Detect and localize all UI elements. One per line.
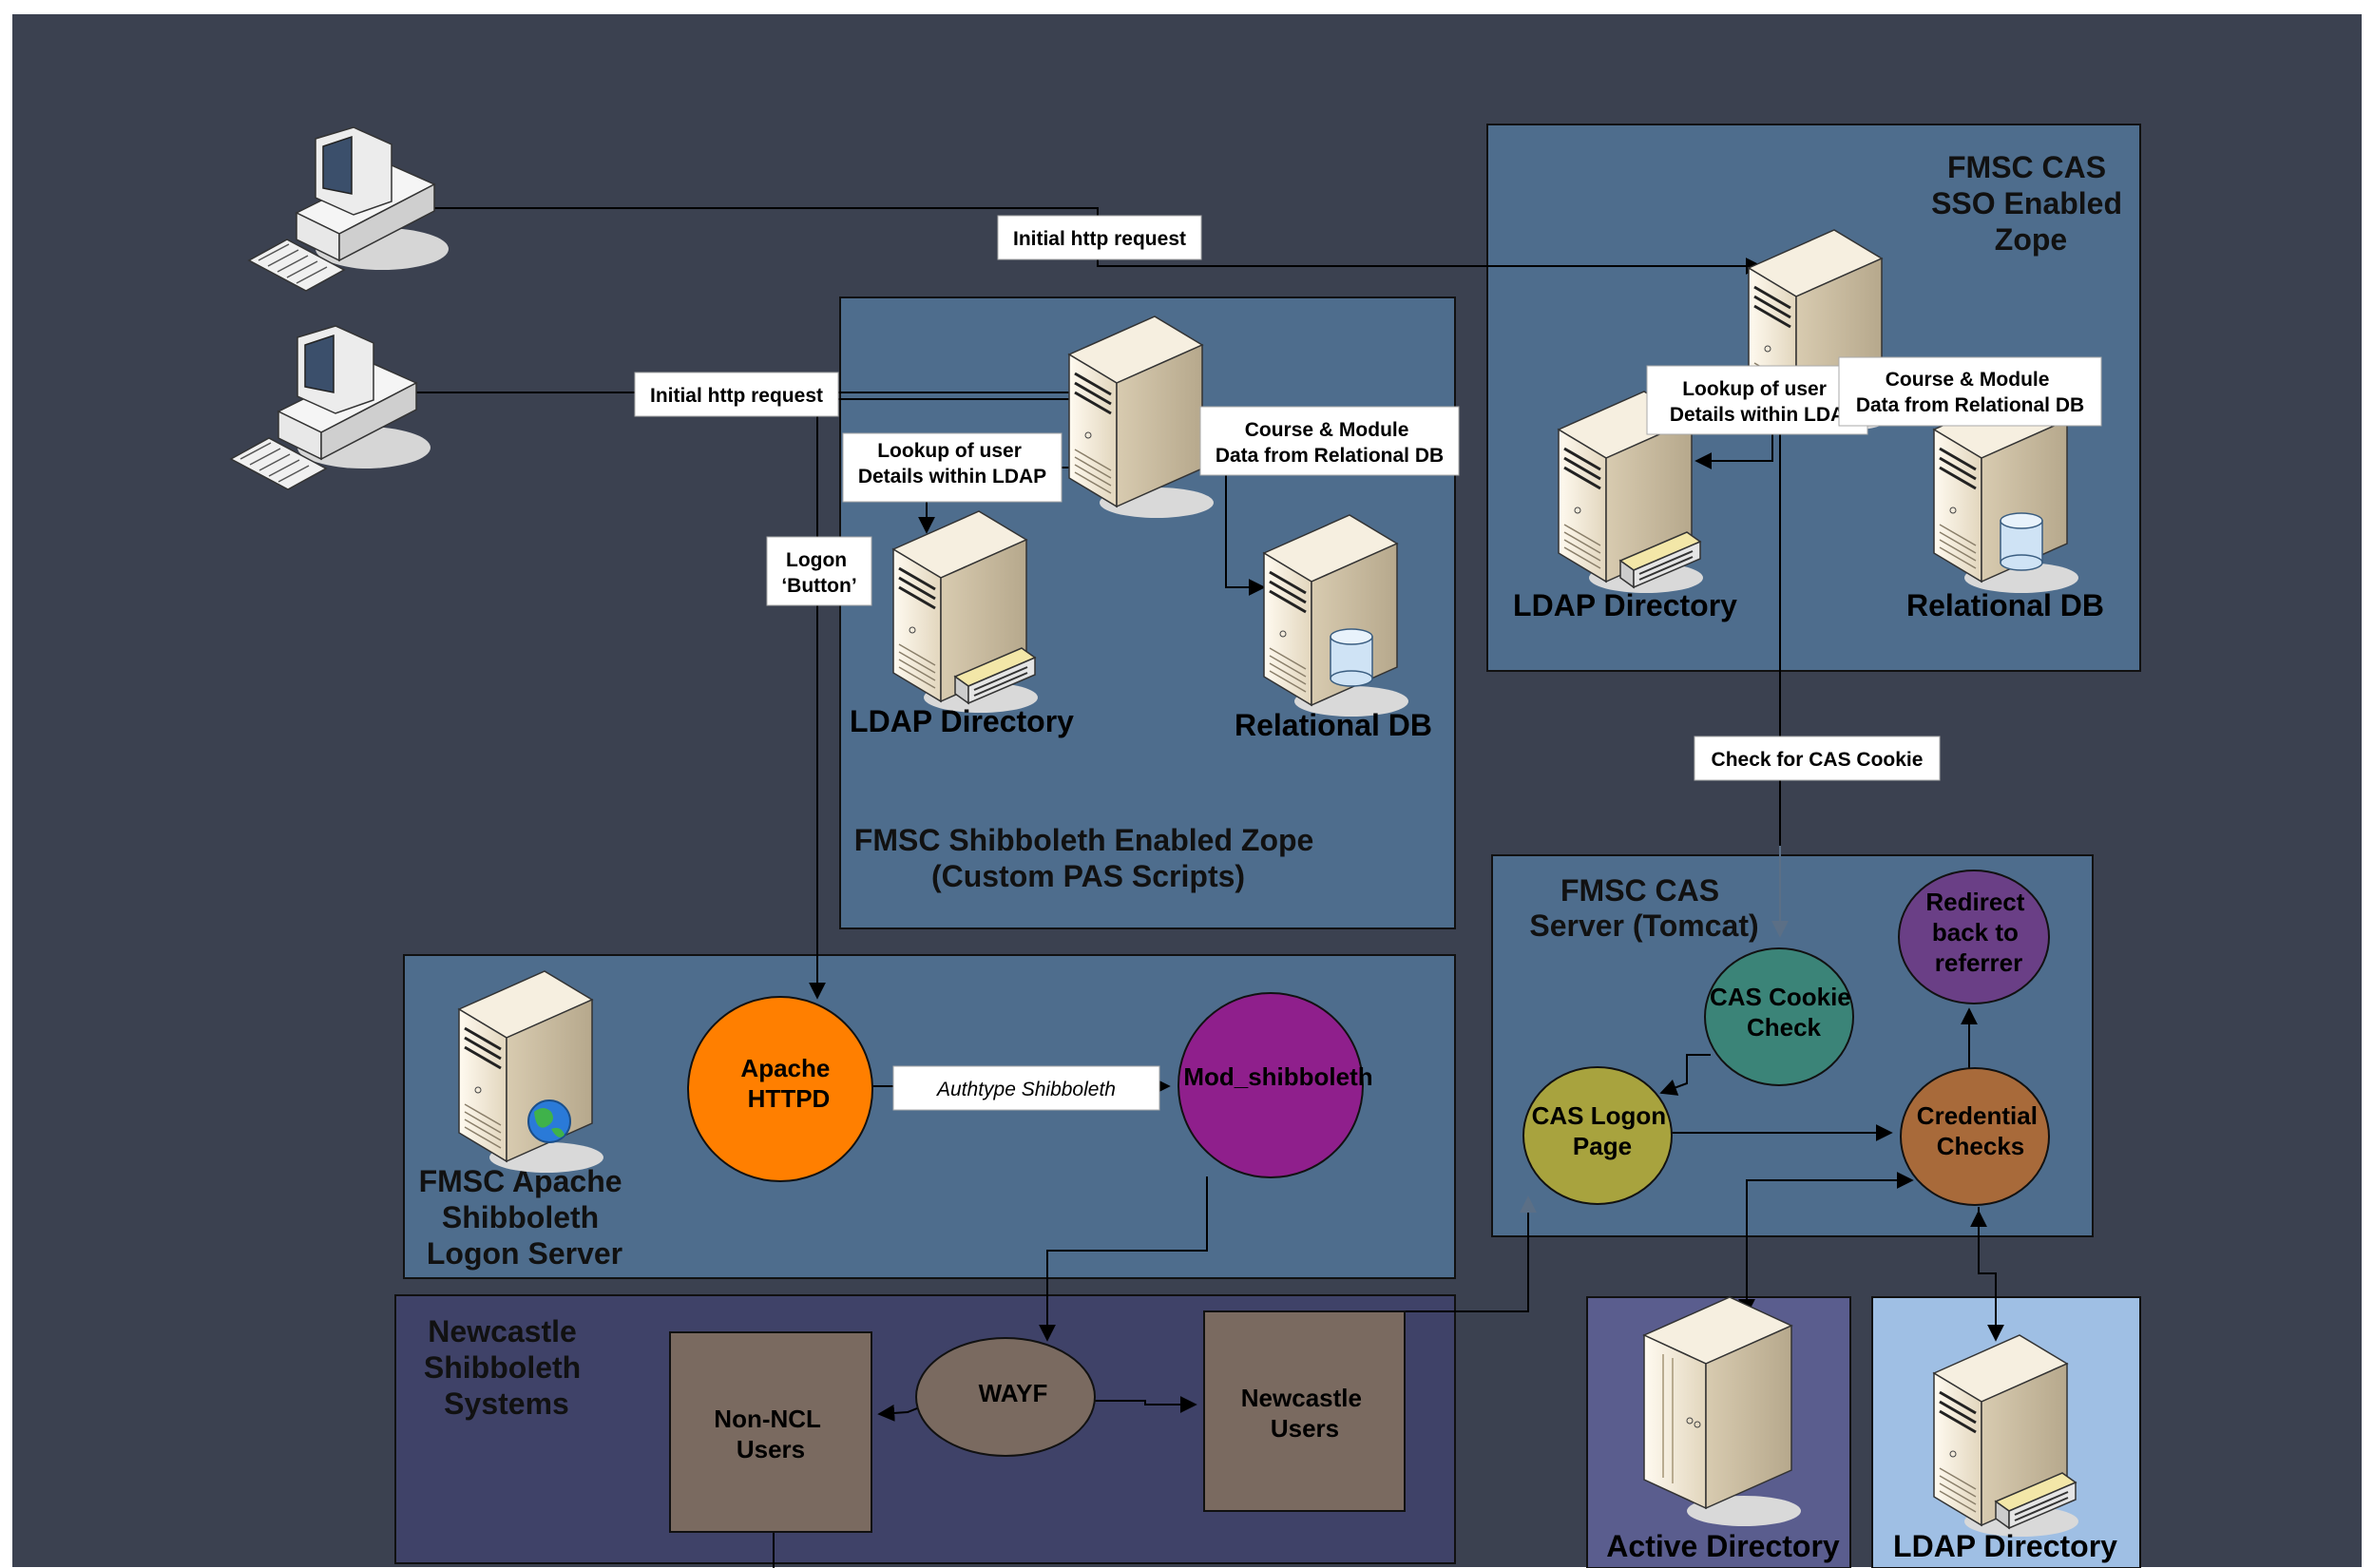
svg-text:Mod_shibboleth: Mod_shibboleth: [1183, 1062, 1372, 1091]
shib-ldap-caption: LDAP Directory: [850, 704, 1074, 738]
cas-server-title: FMSC CAS Server (Tomcat): [1529, 873, 1758, 943]
connector-modshib-wayf: [1039, 1176, 1208, 1342]
cas-logon-page-node: CAS Logon Page: [1522, 1066, 1674, 1205]
label-cas-course: Course & Module Data from Relational DB: [1838, 356, 2102, 427]
label-initial-http-2: Initial http request: [634, 372, 839, 417]
label-logon-button: Logon ‘Button’: [766, 536, 872, 606]
svg-text:Newcastle Users: Newcastle Users: [1241, 1384, 1369, 1443]
svg-text:Logon ‘Button’: Logon ‘Button’: [781, 549, 856, 597]
connector-cookie-logon: [1659, 1054, 1711, 1096]
svg-text:Check for CAS Cookie: Check for CAS Cookie: [1712, 749, 1924, 771]
svg-text:Apache HTTPD: Apache HTTPD: [740, 1054, 836, 1113]
active-directory-caption: Active Directory: [1606, 1529, 1840, 1563]
svg-text:Lookup of user Details w: Lookup of user Details within LDAP: [858, 440, 1046, 488]
apache-zone-title: FMSC Apache Shibboleth Logon Server: [419, 1164, 631, 1271]
label-authtype: Authtype Shibboleth: [892, 1065, 1160, 1111]
svg-text:Lookup of user Details w: Lookup of user Details within LDA: [1670, 378, 1845, 426]
svg-text:Course & Module Data fro: Course & Module Data from Relational DB: [1856, 369, 2084, 416]
svg-text:Credential Checks: Credential Checks: [1917, 1101, 2044, 1160]
label-initial-http-1: Initial http request: [997, 215, 1202, 260]
database-icon: [2000, 512, 2043, 571]
redirect-node: Redirect back to referrer: [1898, 870, 2050, 1004]
svg-text:Initial http request: Initial http request: [650, 385, 823, 407]
active-directory-server-icon: [1642, 1296, 1801, 1526]
shib-db-caption: Relational DB: [1235, 708, 1432, 742]
mod-shibboleth-node: Mod_shibboleth: [1177, 992, 1373, 1178]
svg-text:CAS Logon Page: CAS Logon Page: [1532, 1101, 1674, 1160]
credential-checks-node: Credential Checks: [1900, 1067, 2050, 1206]
svg-text:CAS Cookie Check: CAS Cookie Check: [1710, 983, 1858, 1042]
connector-wayf-ncl: [1093, 1396, 1197, 1413]
svg-text:Authtype Shibboleth: Authtype Shibboleth: [935, 1079, 1116, 1100]
bottom-ldap-caption: LDAP Directory: [1893, 1529, 2117, 1563]
newcastle-users-node: Newcastle Users: [1203, 1310, 1406, 1512]
svg-text:WAYF: WAYF: [979, 1379, 1048, 1407]
cas-db-caption: Relational DB: [1906, 588, 2104, 622]
svg-text:Initial http request: Initial http request: [1013, 228, 1186, 250]
shib-zope-title: FMSC Shibboleth Enabled Zope (Custom PAS…: [854, 823, 1322, 893]
svg-text:Redirect back to r: Redirect back to referrer: [1925, 888, 2031, 977]
label-check-cookie: Check for CAS Cookie: [1694, 736, 1941, 781]
connector-ncl-cas: [1405, 1195, 1537, 1312]
connector-ad-credential: [1746, 1172, 1914, 1197]
label-shib-course: Course & Module Data from Relational DB: [1199, 406, 1460, 476]
database-icon: [1330, 628, 1373, 687]
cas-ldap-caption: LDAP Directory: [1513, 588, 1737, 622]
svg-text:Non-NCL Users: Non-NCL Users: [714, 1405, 827, 1463]
apache-httpd-node: Apache HTTPD: [687, 996, 873, 1182]
newcastle-zone-title: Newcastle Shibboleth Systems: [424, 1314, 589, 1421]
svg-text:Course & Module Data fro: Course & Module Data from Relational DB: [1216, 419, 1444, 467]
cas-zope-title: FMSC CAS SSO Enabled Zope: [1931, 150, 2131, 257]
connector-shib-db: [1225, 475, 1266, 596]
non-ncl-users-node: Non-NCL Users: [669, 1331, 872, 1533]
globe-icon: [527, 1100, 571, 1143]
label-shib-lookup: Lookup of user Details within LDAP: [842, 432, 1063, 503]
wayf-node: WAYF: [915, 1337, 1096, 1457]
label-cas-lookup: Lookup of user Details within LDA: [1646, 365, 1868, 435]
cas-cookie-check-node: CAS Cookie Check: [1704, 947, 1858, 1086]
